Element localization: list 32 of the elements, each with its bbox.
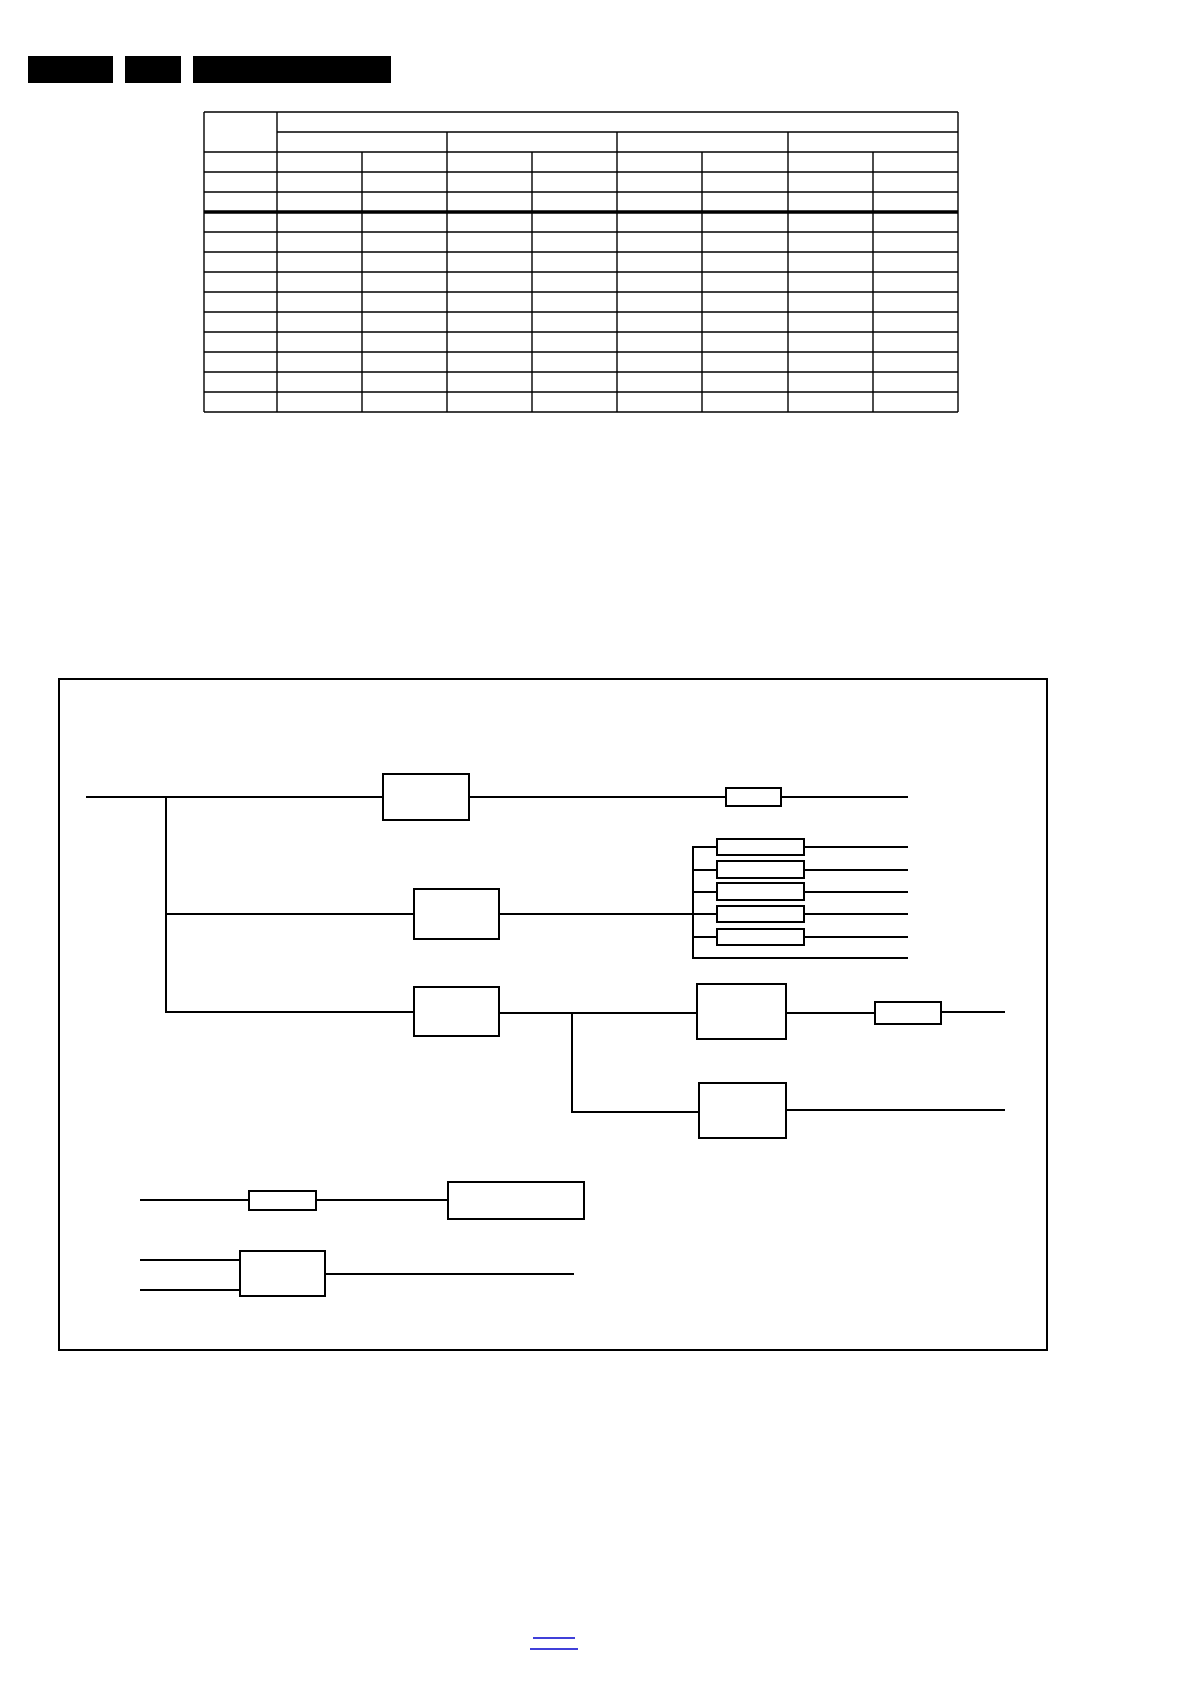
connector-line	[804, 846, 909, 848]
connector-line	[139, 1289, 240, 1291]
connector-line	[499, 1012, 699, 1113]
connector-line	[316, 1199, 448, 1201]
connector-line	[139, 1259, 240, 1261]
function-block	[413, 986, 500, 1037]
connector-line	[325, 1273, 575, 1275]
function-block	[716, 882, 805, 901]
function-block	[382, 773, 470, 821]
connector-line	[469, 796, 726, 798]
function-block	[716, 860, 805, 879]
function-block	[248, 1190, 317, 1211]
function-block	[413, 888, 500, 940]
connector-line	[139, 1199, 249, 1201]
connector-line	[804, 913, 909, 915]
connector-line	[804, 869, 909, 871]
connector-line	[804, 891, 909, 893]
function-block	[447, 1181, 585, 1220]
function-block	[725, 787, 782, 807]
function-block	[716, 905, 805, 923]
connector-line	[781, 796, 909, 798]
function-block	[716, 838, 805, 856]
connector-line	[786, 1109, 1006, 1111]
function-block	[716, 928, 805, 946]
function-block	[239, 1250, 326, 1297]
function-block	[874, 1001, 942, 1025]
connector-line	[941, 1011, 1006, 1013]
connector-line	[786, 1012, 875, 1014]
function-block	[696, 983, 787, 1040]
function-block	[698, 1082, 787, 1139]
connector-line	[85, 796, 414, 1013]
connector-line	[804, 936, 909, 938]
